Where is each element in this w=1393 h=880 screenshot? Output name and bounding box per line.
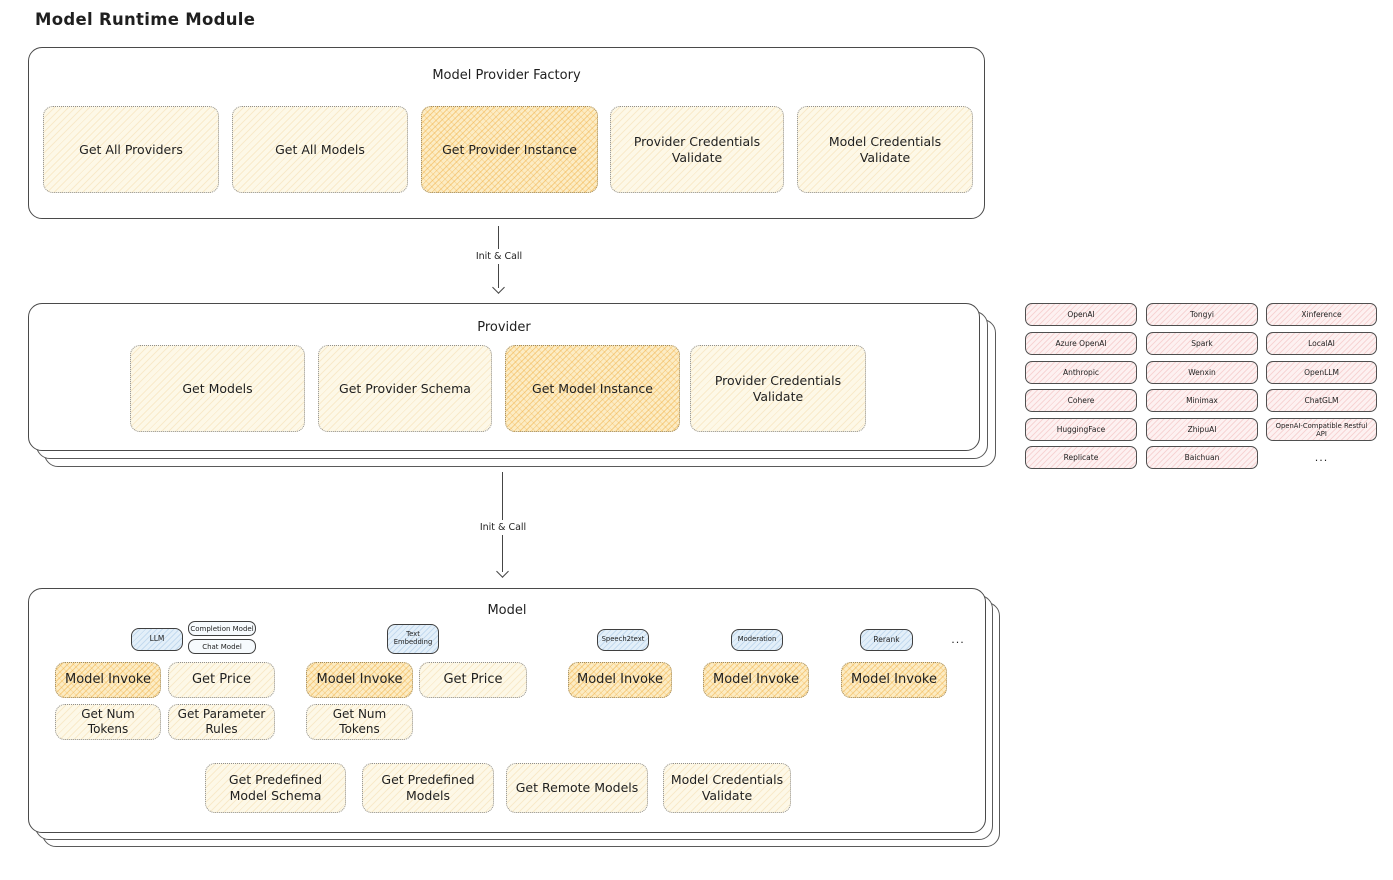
node-llm-get-price: Get Price [168, 662, 275, 698]
tab-chat-model: Chat Model [188, 639, 256, 654]
node-text-embedding-model-invoke: Model Invoke [306, 662, 413, 698]
arrow-provider-to-model-head [496, 565, 509, 578]
node-provider-credentials-validate-factory: Provider Credentials Validate [610, 106, 784, 193]
arrow-factory-to-provider-head [492, 281, 505, 294]
provider-title: Provider [477, 320, 531, 335]
provider-chip-minimax: Minimax [1146, 389, 1258, 412]
node-get-model-instance: Get Model Instance [505, 345, 680, 432]
node-get-provider-instance: Get Provider Instance [421, 106, 598, 193]
node-llm-get-parameter-rules: Get Parameter Rules [168, 704, 275, 740]
node-get-predefined-model-schema: Get Predefined Model Schema [205, 763, 346, 813]
factory-title: Model Provider Factory [432, 68, 581, 83]
provider-chip-cohere: Cohere [1025, 389, 1137, 412]
provider-chip-localai: LocalAI [1266, 332, 1377, 355]
node-text-embedding-get-num-tokens: Get Num Tokens [306, 704, 413, 740]
node-get-predefined-models: Get Predefined Models [362, 763, 494, 813]
arrow2-label: Init & Call [458, 520, 548, 535]
node-llm-model-invoke: Model Invoke [55, 662, 161, 698]
node-provider-credentials-validate-provider: Provider Credentials Validate [690, 345, 866, 432]
arrow1-label: Init & Call [455, 249, 543, 264]
provider-chip-wenxin: Wenxin [1146, 361, 1258, 384]
node-rerank-model-invoke: Model Invoke [841, 662, 947, 698]
tab-llm: LLM [131, 628, 183, 651]
tab-completion-model: Completion Model [188, 621, 256, 636]
provider-chip-xinference: Xinference [1266, 303, 1377, 326]
provider-chip-openllm: OpenLLM [1266, 361, 1377, 384]
provider-chip-azure-openai: Azure OpenAI [1025, 332, 1137, 355]
node-model-credentials-validate-model: Model Credentials Validate [663, 763, 791, 813]
tab-text-embedding: Text Embedding [387, 624, 439, 654]
provider-chip-huggingface: HuggingFace [1025, 418, 1137, 441]
model-tabs-ellipsis: ... [951, 632, 965, 646]
node-get-all-models: Get All Models [232, 106, 408, 193]
node-get-models: Get Models [130, 345, 305, 432]
node-get-remote-models: Get Remote Models [506, 763, 648, 813]
provider-chip-anthropic: Anthropic [1025, 361, 1137, 384]
provider-chip-baichuan: Baichuan [1146, 446, 1258, 469]
tab-moderation: Moderation [731, 629, 783, 651]
node-moderation-model-invoke: Model Invoke [703, 662, 809, 698]
node-llm-get-num-tokens: Get Num Tokens [55, 704, 161, 740]
provider-chip-chatglm: ChatGLM [1266, 389, 1377, 412]
node-speech2text-model-invoke: Model Invoke [568, 662, 672, 698]
tab-rerank: Rerank [860, 629, 913, 651]
provider-chip-replicate: Replicate [1025, 446, 1137, 469]
page-title: Model Runtime Module [35, 10, 256, 29]
provider-chip-zhipuai: ZhipuAI [1146, 418, 1258, 441]
model-title: Model [487, 603, 527, 618]
provider-chip-spark: Spark [1146, 332, 1258, 355]
providers-grid-ellipsis: ... [1314, 451, 1329, 464]
node-get-provider-schema: Get Provider Schema [318, 345, 492, 432]
provider-chip-openai-compatible: OpenAI-Compatible Restful API [1266, 418, 1377, 441]
node-model-credentials-validate-factory: Model Credentials Validate [797, 106, 973, 193]
provider-chip-tongyi: Tongyi [1146, 303, 1258, 326]
node-get-all-providers: Get All Providers [43, 106, 219, 193]
tab-speech2text: Speech2text [597, 629, 649, 651]
node-text-embedding-get-price: Get Price [419, 662, 527, 698]
provider-chip-openai: OpenAI [1025, 303, 1137, 326]
